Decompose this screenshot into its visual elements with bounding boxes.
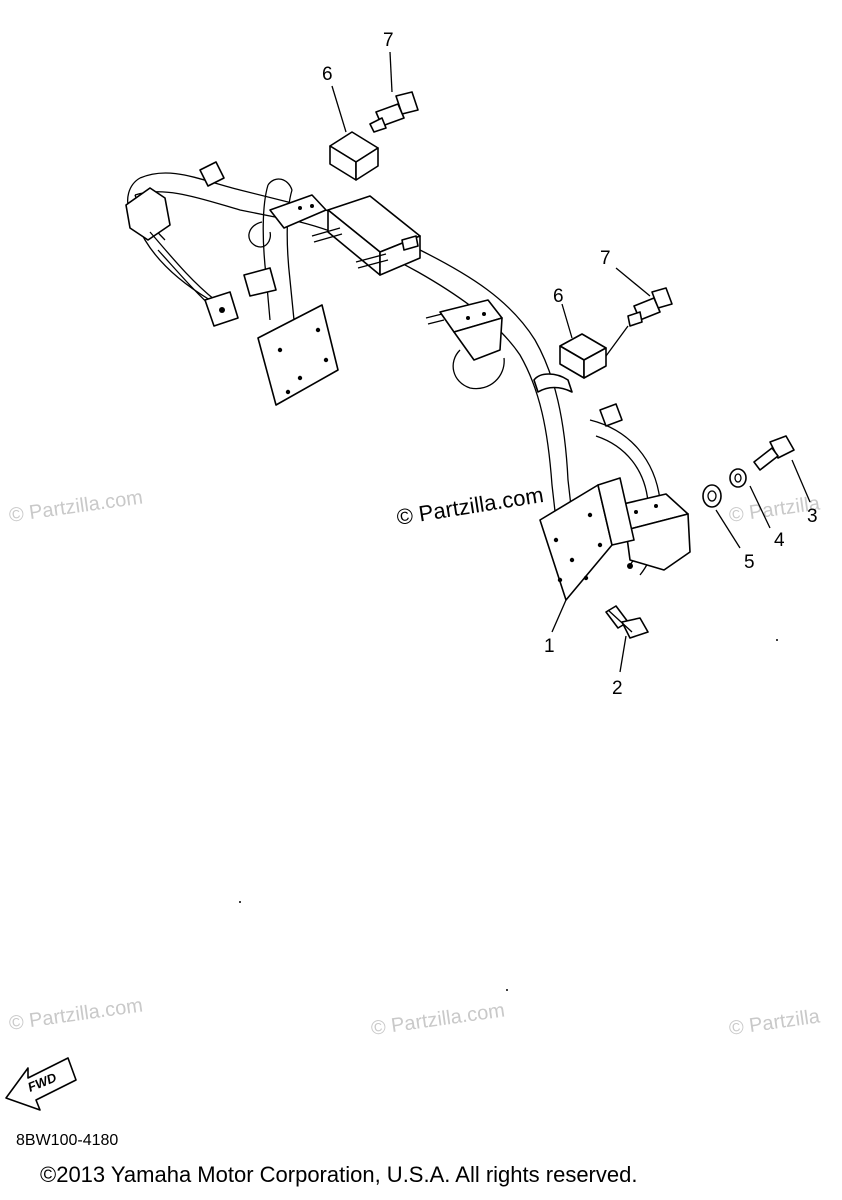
watermark-bottom-right: © Partzilla: [728, 1005, 822, 1040]
leader-lines: [331, 51, 811, 673]
copyright-notice: ©2013 Yamaha Motor Corporation, U.S.A. A…: [40, 1162, 638, 1187]
watermark-left: © Partzilla.com: [8, 486, 145, 527]
watermark-bottom-center: © Partzilla.com: [370, 999, 507, 1040]
part-5-collar: [702, 484, 722, 508]
callout-5: 5: [744, 552, 755, 573]
part-2-bolt: [605, 605, 649, 639]
callout-2: 2: [612, 678, 623, 699]
callout-7-upper: 7: [383, 30, 394, 51]
watermarks: © Partzilla.com © Partzilla © Partzilla.…: [8, 482, 822, 1040]
callout-6-upper: 6: [322, 64, 333, 85]
part-7-pin-upper: [369, 91, 419, 133]
part-4-washer: [729, 468, 747, 488]
diagram-code: 8BW100-4180: [16, 1132, 119, 1149]
callout-1: 1: [544, 636, 555, 657]
part-6-damper-lower: [559, 333, 607, 379]
callouts: 7 6 7 6 3 4 5 1 2: [322, 30, 818, 699]
part-7-pin-lower: [627, 287, 673, 327]
watermark-center: © Partzilla.com: [395, 482, 545, 530]
callout-7-lower: 7: [600, 248, 611, 269]
part-1-bracket-frame: [125, 161, 691, 601]
callout-3: 3: [807, 506, 818, 527]
part-6-damper-upper: [329, 131, 379, 181]
part-3-bolt: [753, 435, 795, 471]
callout-4: 4: [774, 530, 785, 551]
callout-6-lower: 6: [553, 286, 564, 307]
fwd-arrow-icon: FWD: [5, 1057, 77, 1111]
watermark-bottom-left: © Partzilla.com: [8, 994, 145, 1035]
